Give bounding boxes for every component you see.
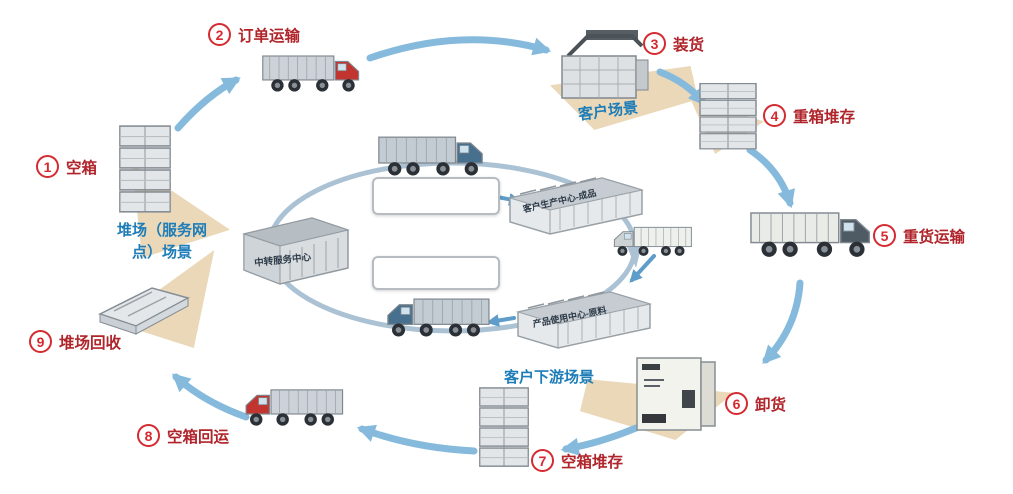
step-1-label: 空箱 [66,159,98,177]
arrow-1-2 [174,76,241,132]
step-6-label: 卸货 [755,396,787,414]
heavy-cargo-truck-icon [750,212,871,258]
step-1-empty-container: 1 空箱 [36,155,97,178]
center-truck-right-icon [378,136,483,177]
center-label-box-top [372,177,500,215]
step-9-number: 9 [29,330,52,353]
step-2-number: 2 [208,23,231,46]
arrow-usage-to-center [486,314,516,327]
step-2-label: 订单运输 [238,27,301,45]
scene-label-yard: 堆场（服务网点）场景 [116,222,207,261]
white-box-truck-icon [613,226,692,257]
center-truck-left-icon [387,298,490,338]
step-9-label: 堆场回收 [59,334,122,352]
step-8-empty-return: 8 空箱回运 [137,424,229,447]
step-4-heavy-stacking: 4 重箱堆存 [763,104,855,127]
step-3-number: 3 [643,32,666,55]
step-1-number: 1 [36,155,59,178]
step-9-yard-recovery: 9 堆场回收 [29,330,121,353]
step-7-label: 空箱堆存 [561,453,624,471]
arrow-5-6 [762,279,804,364]
order-transport-truck-icon [262,55,360,93]
step-8-label: 空箱回运 [167,428,230,446]
heavy-container-stack-icon [699,82,757,150]
step-6-number: 6 [725,392,748,415]
step-3-label: 装货 [673,36,705,54]
step-8-number: 8 [137,424,160,447]
step-4-label: 重箱堆存 [793,108,856,126]
step-7-number: 7 [531,449,554,472]
arrow-3-4 [656,68,707,107]
step-3-loading: 3 装货 [643,32,704,55]
loading-crane-icon [561,30,649,99]
empty-container-stack-icon [119,125,171,213]
step-5-label: 重货运输 [903,228,966,246]
step-5-heavy-transport: 5 重货运输 [873,224,965,247]
center-label-box-bottom [372,256,500,290]
arrow-6-7 [560,424,640,456]
arrow-factory-to-usage [629,254,656,283]
step-5-number: 5 [873,224,896,247]
arrow-4-5 [746,146,796,209]
empty-stack-bottom-icon [479,387,529,467]
hub-building-icon [242,217,350,285]
white-container-icon [636,357,716,431]
arrow-7-8 [356,424,478,455]
step-6-unloading: 6 卸货 [725,392,786,415]
arrow-8-9 [171,373,250,421]
step-7-empty-stacking: 7 空箱堆存 [531,449,623,472]
arrow-2-3 [366,36,552,62]
step-4-number: 4 [763,104,786,127]
yard-rack-icon [98,287,190,335]
scene-label-downstream: 客户下游场景 [504,369,595,386]
step-2-order-transport: 2 订单运输 [208,23,300,46]
empty-return-truck-icon [245,389,344,427]
